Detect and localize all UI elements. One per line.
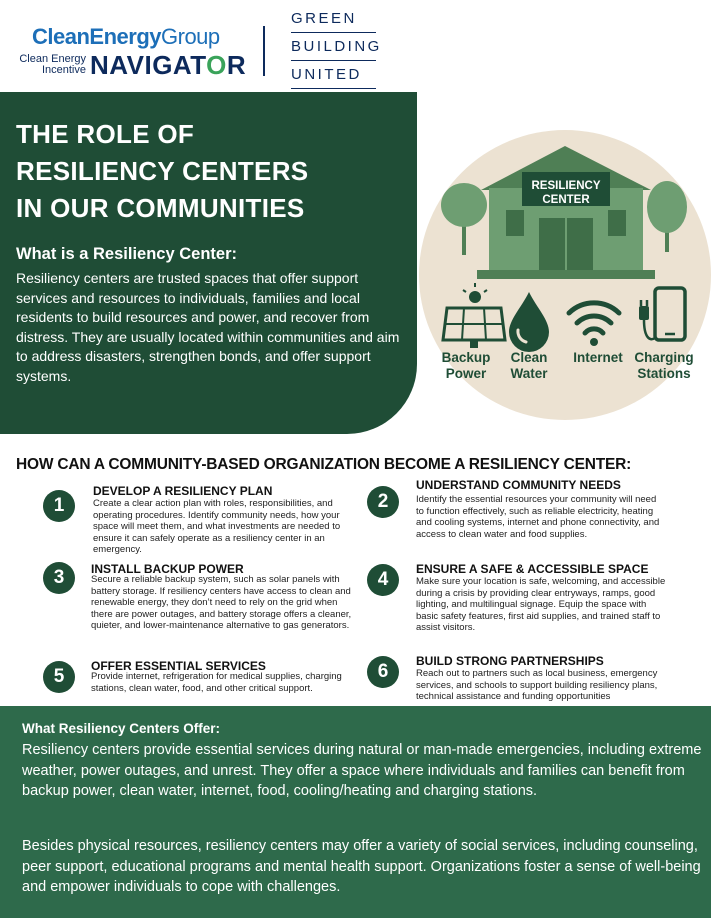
phone-charging-icon xyxy=(639,286,687,342)
steps-heading: HOW CAN A COMMUNITY-BASED ORGANIZATION B… xyxy=(16,456,632,473)
ceg-title-group: Group xyxy=(161,24,220,49)
title-line-2: RESILIENCY CENTERS xyxy=(16,156,309,186)
label-water-line1: Clean xyxy=(511,350,548,365)
sign-line-2: CENTER xyxy=(542,194,590,206)
wifi-icon xyxy=(566,300,622,346)
label-charging-line1: Charging xyxy=(634,350,693,365)
label-backup-line1: Backup xyxy=(442,350,491,365)
step-title: UNDERSTAND COMMUNITY NEEDS xyxy=(416,478,621,492)
water-drop-icon xyxy=(509,292,549,352)
step-number-badge: 4 xyxy=(367,564,399,596)
step-6: 6 BUILD STRONG PARTNERSHIPS Reach out to… xyxy=(367,654,707,706)
gbu-line-1: GREEN xyxy=(291,8,376,33)
label-charging-line2: Stations xyxy=(637,366,690,381)
label-water-line2: Water xyxy=(510,366,548,381)
label-backup-line2: Power xyxy=(446,366,487,381)
step-2: 2 UNDERSTAND COMMUNITY NEEDS Identify th… xyxy=(367,478,707,558)
navigator-wordmark: NAVIGATOR xyxy=(90,50,246,81)
tree-left-icon xyxy=(441,183,487,255)
label-internet: Internet xyxy=(573,350,623,365)
ceg-sub-line2: Incentive xyxy=(41,64,86,76)
offer-paragraph-1: Resiliency centers provide essential ser… xyxy=(22,742,702,799)
navigator-compass-o: O xyxy=(206,50,227,80)
step-5: 5 OFFER ESSENTIAL SERVICES Provide inter… xyxy=(43,659,353,706)
green-building-united-logo: GREEN BUILDING UNITED xyxy=(291,8,379,92)
step-3: 3 INSTALL BACKUP POWER Secure a reliable… xyxy=(43,562,353,652)
gbu-line-3: UNITED xyxy=(291,64,376,89)
sign-line-1: RESILIENCY xyxy=(531,180,600,192)
step-body: Identify the essential resources your co… xyxy=(416,494,660,540)
step-body: Reach out to partners such as local busi… xyxy=(416,668,658,703)
hero-panel: THE ROLE OF RESILIENCY CENTERS IN OUR CO… xyxy=(0,92,417,434)
gbu-line-2: BUILDING xyxy=(291,36,379,61)
navigator-text-a: NAVIGAT xyxy=(90,50,207,80)
page-title: THE ROLE OF RESILIENCY CENTERS IN OUR CO… xyxy=(16,116,308,227)
title-line-1: THE ROLE OF xyxy=(16,119,195,149)
step-title: ENSURE A SAFE & ACCESSIBLE SPACE xyxy=(416,562,649,576)
step-number-badge: 1 xyxy=(43,490,75,522)
step-title: DEVELOP A RESILIENCY PLAN xyxy=(93,484,273,498)
hero-subtitle: What is a Resiliency Center: xyxy=(16,245,237,263)
resiliency-center-illustration: RESILIENCY CENTER Backup Power Clean xyxy=(419,130,711,420)
logo-divider xyxy=(263,26,265,76)
step-title: INSTALL BACKUP POWER xyxy=(91,562,244,576)
step-number-badge: 6 xyxy=(367,656,399,688)
tree-right-icon xyxy=(647,181,687,252)
offer-panel: What Resiliency Centers Offer: Resilienc… xyxy=(0,706,711,918)
step-1: 1 DEVELOP A RESILIENCY PLAN Create a cle… xyxy=(43,484,353,556)
offer-paragraph-2: Besides physical resources, resiliency c… xyxy=(22,838,701,895)
step-number-badge: 3 xyxy=(43,562,75,594)
step-number-badge: 5 xyxy=(43,661,75,693)
step-4: 4 ENSURE A SAFE & ACCESSIBLE SPACE Make … xyxy=(367,562,707,642)
step-body: Make sure your location is safe, welcomi… xyxy=(416,576,666,634)
step-body: Secure a reliable backup system, such as… xyxy=(91,574,352,632)
step-body: Create a clear action plan with roles, r… xyxy=(93,498,341,556)
navigator-text-b: R xyxy=(226,50,247,80)
step-title: OFFER ESSENTIAL SERVICES xyxy=(91,659,266,673)
building-icon xyxy=(477,146,655,279)
step-body: Provide internet, refrigeration for medi… xyxy=(91,671,342,694)
solar-panel-icon xyxy=(441,283,507,348)
ceg-title-main: CleanEnergy xyxy=(32,24,162,49)
ceg-title: CleanEnergyGroup xyxy=(32,24,220,50)
ceg-sub-line1: Clean Energy xyxy=(19,53,86,65)
title-line-3: IN OUR COMMUNITIES xyxy=(16,193,305,223)
offer-heading: What Resiliency Centers Offer: xyxy=(22,721,221,736)
step-title: BUILD STRONG PARTNERSHIPS xyxy=(416,654,604,668)
hero-body: Resiliency centers are trusted spaces th… xyxy=(16,270,400,384)
step-number-badge: 2 xyxy=(367,486,399,518)
